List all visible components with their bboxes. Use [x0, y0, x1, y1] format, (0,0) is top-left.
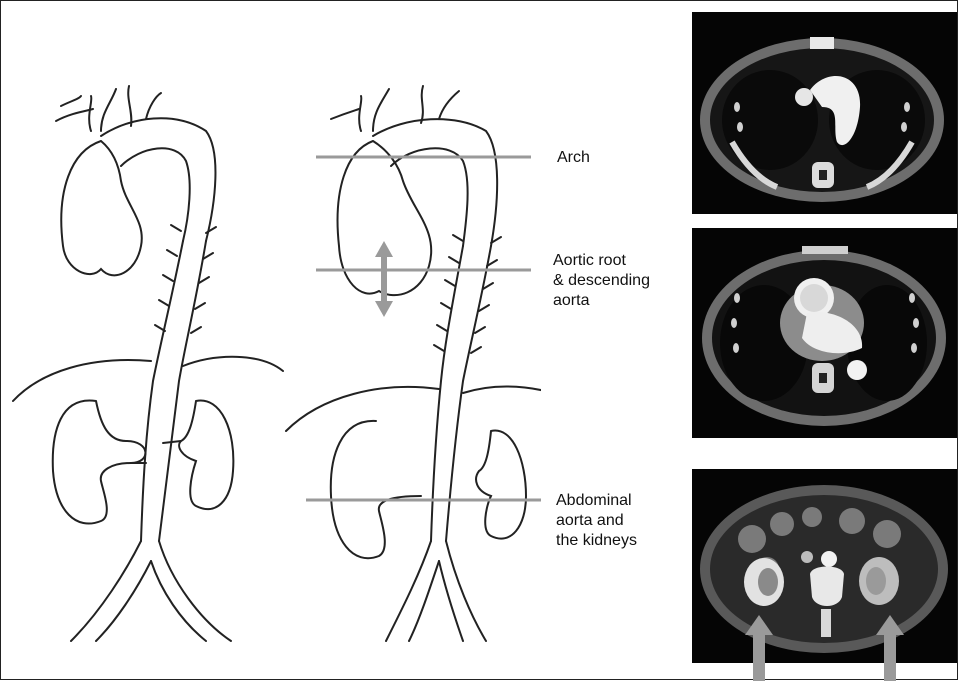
aorta-sketch-middle — [1, 1, 541, 681]
label-arch: Arch — [557, 148, 590, 168]
label-aortic-root: Aortic root & descending aorta — [553, 251, 650, 311]
label-abdominal: Abdominal aorta and the kidneys — [556, 491, 637, 551]
ct-scan-abdominal — [692, 469, 957, 663]
ct-scan-aortic-root — [692, 228, 957, 438]
double-arrow-icon — [375, 241, 393, 317]
ct-scan-arch — [692, 12, 957, 214]
level-lines — [306, 157, 541, 500]
